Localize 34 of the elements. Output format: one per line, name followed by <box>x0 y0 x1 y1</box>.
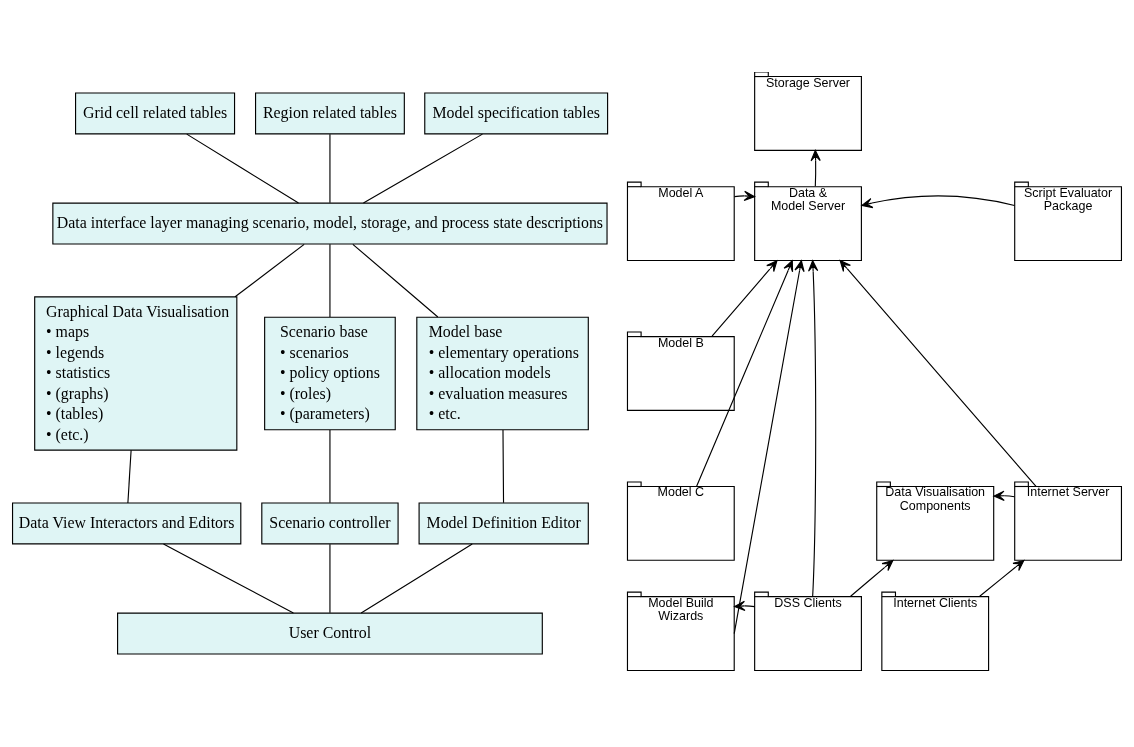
connector <box>360 543 473 614</box>
connector <box>234 243 305 298</box>
connector <box>352 243 439 318</box>
arrow <box>993 490 1016 501</box>
node-box: Model base • elementary operations • allocation models • evaluation measures • etc. <box>416 316 589 431</box>
connector <box>329 133 331 204</box>
node-box: User Control <box>117 612 543 655</box>
node-box: Model specification tables <box>424 92 609 135</box>
node-box: Region related tables <box>255 92 405 135</box>
node-box: Grid cell related tables <box>75 92 236 135</box>
connector <box>329 543 331 614</box>
node-box: Graphical Data Visualisation • maps • legends • statistics • (graphs) • (tables) • (etc.) <box>34 296 238 451</box>
arrow <box>733 260 805 635</box>
connector <box>186 133 300 204</box>
arrow <box>979 559 1025 597</box>
connector <box>329 429 331 504</box>
arrow <box>807 260 819 598</box>
connector <box>362 133 484 204</box>
arrow <box>733 600 756 612</box>
connector <box>329 243 331 318</box>
node-box: Model Definition Editor <box>418 502 589 545</box>
arrow <box>695 260 794 487</box>
node-box: Data interface layer managing scenario, model, storage, and process state descriptions <box>52 202 608 245</box>
arrow <box>850 559 894 597</box>
arrow <box>733 190 756 202</box>
connector <box>127 449 132 504</box>
node-box: Scenario controller <box>261 502 399 545</box>
node-box: Scenario base • scenarios • policy options • (roles) • (parameters) <box>264 316 396 431</box>
arrow <box>711 260 778 337</box>
connector <box>162 543 294 614</box>
arrow <box>810 149 821 187</box>
arrow <box>861 195 1016 209</box>
connector <box>502 429 505 504</box>
node-box: Data View Interactors and Editors <box>12 502 242 545</box>
